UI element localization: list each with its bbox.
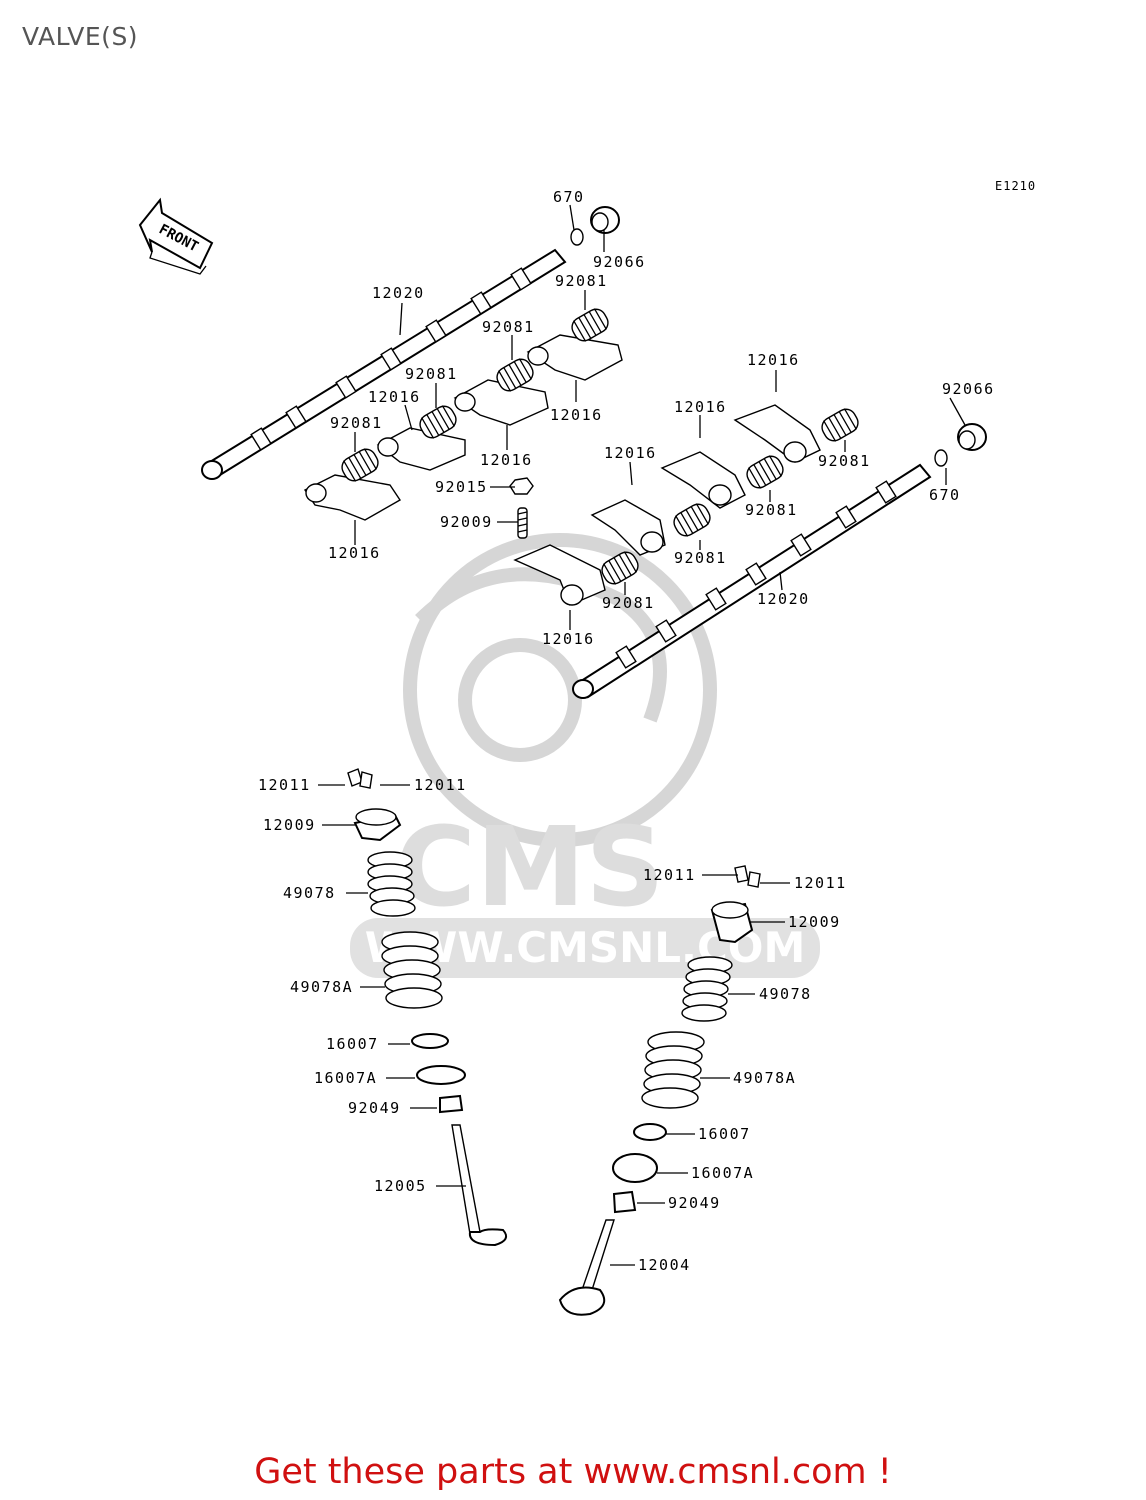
label-92009: 92009 xyxy=(440,513,493,531)
part-labels: 670 92066 12020 92081 92081 92081 12016 … xyxy=(258,188,995,1274)
page-title: VALVE(S) xyxy=(22,22,139,51)
adjuster-nut xyxy=(509,477,534,495)
label-92081-d: 92081 xyxy=(330,414,383,432)
cms-watermark: CMS WWW.CMSNL.COM xyxy=(350,533,820,978)
label-12016-d: 12016 xyxy=(328,544,381,562)
rocker-arms-left xyxy=(303,334,623,521)
label-92081-f: 92081 xyxy=(745,501,798,519)
front-arrow-icon: FRONT xyxy=(138,197,214,275)
label-92081-c: 92081 xyxy=(405,365,458,383)
label-12009-a: 12009 xyxy=(263,816,316,834)
rocker-arms-right xyxy=(513,404,821,606)
label-12016-f: 12016 xyxy=(674,398,727,416)
label-12005: 12005 xyxy=(374,1177,427,1195)
label-92049-a: 92049 xyxy=(348,1099,401,1117)
label-12016-g: 12016 xyxy=(604,444,657,462)
label-670-b: 670 xyxy=(929,486,961,504)
label-670-a: 670 xyxy=(553,188,585,206)
label-92081-e: 92081 xyxy=(818,452,871,470)
label-92081-b: 92081 xyxy=(482,318,535,336)
camshaft-plug-right xyxy=(934,423,987,467)
camshaft-plug-left xyxy=(570,206,620,246)
diagram-code: E1210 xyxy=(995,179,1036,193)
label-92081-h: 92081 xyxy=(602,594,655,612)
label-49078a-a: 49078A xyxy=(290,978,353,996)
label-49078-b: 49078 xyxy=(759,985,812,1003)
label-12004: 12004 xyxy=(638,1256,691,1274)
label-12016-i: 12016 xyxy=(542,630,595,648)
camshaft-left xyxy=(201,248,567,480)
label-49078a-b: 49078A xyxy=(733,1069,796,1087)
label-16007a-b: 16007A xyxy=(691,1164,754,1182)
label-12011-c: 12011 xyxy=(643,866,696,884)
label-12011-a: 12011 xyxy=(258,776,311,794)
label-12011-d: 12011 xyxy=(794,874,847,892)
camshaft-right xyxy=(572,463,932,699)
label-12016-c: 12016 xyxy=(480,451,533,469)
label-12011-b: 12011 xyxy=(414,776,467,794)
adjuster-screw xyxy=(517,507,528,539)
label-12016-e: 12016 xyxy=(747,351,800,369)
valve-assembly-right xyxy=(558,865,761,1316)
label-92066-a: 92066 xyxy=(593,253,646,271)
label-12016-a: 12016 xyxy=(368,388,421,406)
label-12020-a: 12020 xyxy=(372,284,425,302)
label-49078-a: 49078 xyxy=(283,884,336,902)
rocker-springs xyxy=(341,308,859,585)
label-92015: 92015 xyxy=(435,478,488,496)
label-16007-a: 16007 xyxy=(326,1035,379,1053)
label-92049-b: 92049 xyxy=(668,1194,721,1212)
label-92081-a: 92081 xyxy=(555,272,608,290)
watermark-brand: CMS xyxy=(395,803,664,931)
label-92066-b: 92066 xyxy=(942,380,995,398)
leader-lines xyxy=(318,204,966,1266)
label-12009-b: 12009 xyxy=(788,913,841,931)
label-16007-b: 16007 xyxy=(698,1125,751,1143)
footer-link[interactable]: Get these parts at www.cmsnl.com ! xyxy=(254,1452,892,1492)
label-12016-b: 12016 xyxy=(550,406,603,424)
label-16007a-a: 16007A xyxy=(314,1069,377,1087)
label-92081-g: 92081 xyxy=(674,549,727,567)
valve-assembly-left xyxy=(347,768,508,1247)
label-12020-b: 12020 xyxy=(757,590,810,608)
